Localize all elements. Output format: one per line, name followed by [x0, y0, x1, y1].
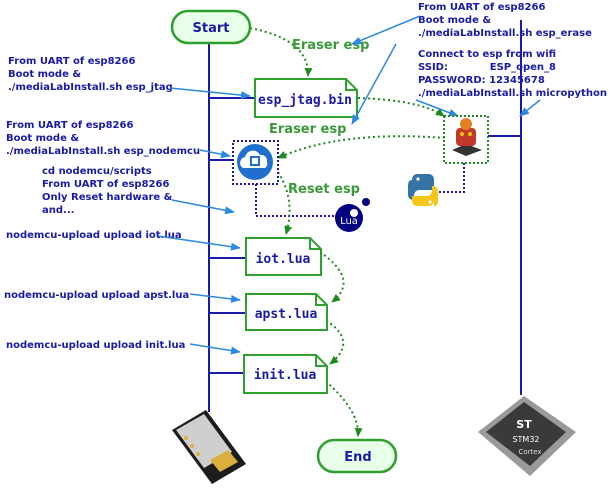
svg-text:From UART of esp8266: From UART of esp8266: [8, 56, 135, 67]
reset-label: Reset esp: [288, 182, 360, 197]
note-upload-init: nodemcu-upload upload init.lua: [6, 340, 185, 351]
end-label: End: [344, 450, 371, 465]
svg-text:cd nodemcu/scripts: cd nodemcu/scripts: [42, 166, 152, 177]
arrow-erase-mid: [351, 43, 397, 125]
arrow-upload-init: [189, 343, 241, 355]
arrow-nodemcu: [199, 149, 231, 159]
svg-text:Only Reset hardware &: Only Reset hardware &: [42, 192, 173, 203]
arrow-upload-apst: [189, 293, 241, 303]
svg-text:./mediaLabInstall.sh esp_erase: ./mediaLabInstall.sh esp_erase: [418, 28, 592, 39]
esp-jtag-label: esp_jtag.bin: [258, 93, 352, 108]
esp-jtag-doc: esp_jtag.bin: [254, 78, 358, 118]
lua-logo-icon: Lua: [335, 198, 370, 232]
eraser-top-label: Eraser esp: [292, 38, 369, 53]
stm-model-text: STM32: [512, 435, 539, 444]
svg-text:From UART of esp8266: From UART of esp8266: [42, 179, 169, 190]
python-logo-icon: [408, 174, 438, 206]
eraser-mid-label: Eraser esp: [269, 122, 346, 137]
note-reset: cd nodemcu/scripts From UART of esp8266 …: [42, 166, 173, 216]
svg-text:./mediaLabInstall.sh esp_jtag: ./mediaLabInstall.sh esp_jtag: [8, 82, 173, 93]
apst-doc: apst.lua: [245, 293, 328, 331]
svg-text:Connect to esp from wifi: Connect to esp from wifi: [418, 49, 556, 60]
start-node: Start: [170, 9, 252, 45]
end-node: End: [316, 438, 398, 474]
note-micropython: Connect to esp from wifi SSID: ESP_open_…: [418, 49, 607, 99]
note-nodemcu: From UART of esp8266 Boot mode & ./media…: [6, 120, 200, 157]
start-label: Start: [193, 21, 230, 36]
micropython-icon: [443, 115, 489, 164]
stm-core-text: Cortex: [518, 448, 541, 456]
svg-text:and...: and...: [42, 205, 74, 216]
flow-iot-to-apst: [319, 251, 345, 303]
flow-micropython-to-nodemcu: [277, 135, 446, 159]
svg-text:./mediaLabInstall.sh micropyth: ./mediaLabInstall.sh micropython: [418, 88, 607, 99]
iot-label: iot.lua: [256, 252, 311, 267]
arrow-reset: [171, 199, 235, 215]
arrow-micropython-b: [519, 99, 541, 117]
flow-init-to-end: [321, 377, 363, 437]
svg-text:Boot mode &: Boot mode &: [6, 133, 79, 144]
arrow-jtag: [169, 87, 251, 100]
note-jtag: From UART of esp8266 Boot mode & ./media…: [8, 56, 173, 93]
flow-nodemcu-to-iot: [277, 171, 293, 235]
svg-text:./mediaLabInstall.sh esp_nodem: ./mediaLabInstall.sh esp_nodemcu: [6, 146, 200, 157]
note-erase: From UART of esp8266 Boot mode & ./media…: [418, 2, 592, 39]
lua-logo-text: Lua: [340, 216, 358, 227]
note-upload-apst: nodemcu-upload upload apst.lua: [4, 290, 189, 301]
flow-apst-to-init: [321, 317, 345, 365]
svg-text:From UART of esp8266: From UART of esp8266: [6, 120, 133, 131]
esp8266-module-icon: [172, 410, 246, 484]
arrow-micropython-a: [415, 99, 459, 117]
python-connector: [438, 163, 465, 193]
init-label: init.lua: [254, 368, 317, 383]
flow-jtag-to-micropython: [357, 97, 445, 117]
arrow-upload-iot: [157, 235, 241, 251]
svg-text:PASSWORD: 12345678: PASSWORD: 12345678: [418, 75, 545, 86]
note-upload-iot: nodemcu-upload upload iot.lua: [6, 230, 182, 241]
svg-text:Boot mode &: Boot mode &: [8, 69, 81, 80]
lua-connector: [255, 184, 336, 217]
nodemcu-chip-icon: [232, 140, 279, 185]
stm32-chip-icon: ST STM32 Cortex: [478, 396, 576, 476]
iot-doc: iot.lua: [245, 237, 322, 276]
stm-brand-text: ST: [516, 418, 532, 431]
svg-text:Boot mode &: Boot mode &: [418, 15, 491, 26]
arrow-erase-top: [351, 15, 421, 45]
init-doc: init.lua: [243, 354, 328, 394]
apst-label: apst.lua: [255, 307, 318, 322]
flow-start-to-jtag: [249, 27, 313, 77]
svg-text:From UART of esp8266: From UART of esp8266: [418, 2, 545, 13]
svg-text:SSID: ESP_open_8: SSID: ESP_open_8: [418, 62, 556, 73]
